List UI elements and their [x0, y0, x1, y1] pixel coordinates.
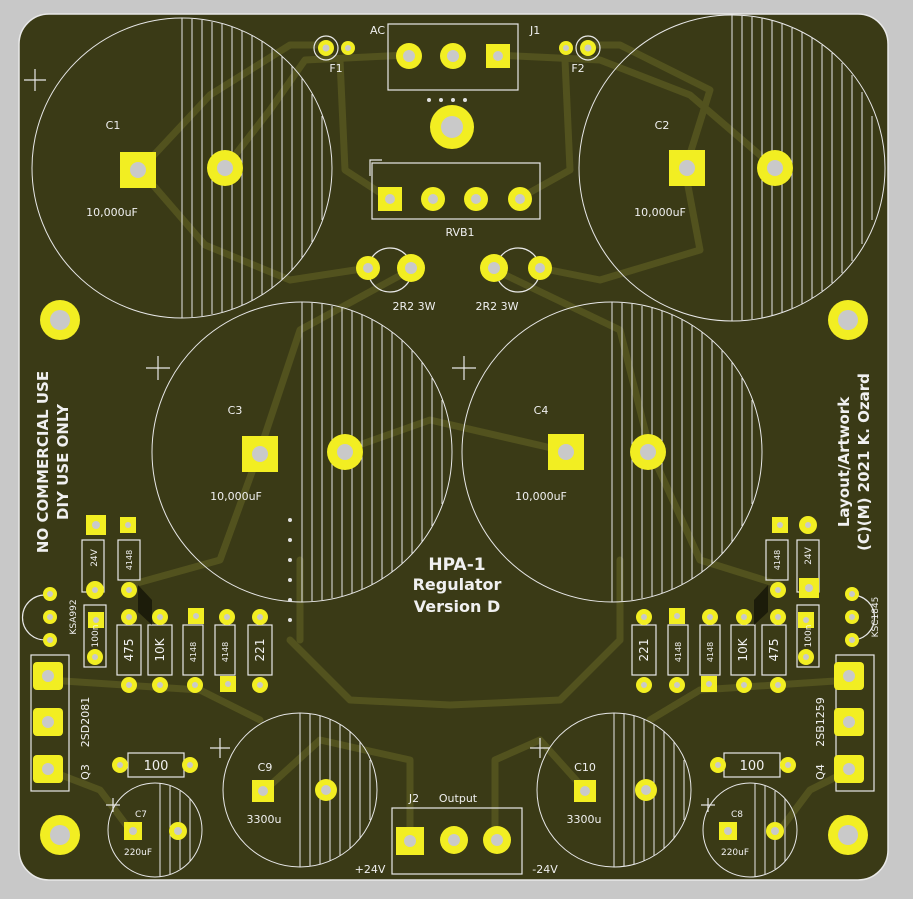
label-right-diode-a: 4148 — [706, 642, 715, 662]
label-right-diode-top: 4148 — [773, 550, 782, 570]
label-left-diode-b: 4148 — [221, 642, 230, 662]
label-output: Output — [439, 792, 478, 805]
cap-c9-outline — [222, 712, 378, 868]
pads — [33, 40, 864, 855]
board-substrate — [18, 13, 889, 881]
label-left-diode-top: 4148 — [125, 550, 134, 570]
label-c2-value: 10,000uF — [634, 206, 686, 219]
label-right-r100: 100 — [740, 759, 765, 774]
diy-only-text: DIY USE ONLY — [54, 403, 72, 520]
label-left-r221: 221 — [253, 639, 267, 662]
copper-traces — [44, 41, 854, 844]
transistor-tabs — [138, 585, 768, 625]
label-right-r10k: 10K — [736, 637, 750, 661]
label-right-cap: 100n — [804, 625, 814, 648]
label-ksa992: KSA992 — [69, 599, 79, 634]
label-right-r221: 221 — [637, 639, 651, 662]
label-left-zener: 24V — [90, 548, 100, 566]
mounting-holes — [40, 105, 868, 855]
label-right-r475: 475 — [767, 639, 781, 662]
label-q4: Q4 — [814, 764, 827, 780]
vias — [288, 98, 467, 622]
label-c8-value: 220uF — [721, 848, 749, 858]
label-plus-24v: +24V — [355, 863, 386, 876]
label-ac: AC — [370, 24, 385, 37]
label-j1: J1 — [529, 24, 540, 37]
label-q3-part: 2SD2081 — [79, 697, 92, 747]
label-right-zener: 24V — [804, 546, 814, 564]
label-c9-value: 3300u — [247, 813, 282, 826]
label-c3: C3 — [228, 404, 243, 417]
label-c7-value: 220uF — [124, 848, 152, 858]
label-c10-value: 3300u — [567, 813, 602, 826]
label-c9: C9 — [258, 761, 273, 774]
cap-c8-outline — [702, 782, 798, 878]
board-version: Version D — [414, 597, 501, 616]
label-c8: C8 — [731, 810, 743, 820]
label-left-r475: 475 — [122, 639, 136, 662]
label-left-diode-a: 4148 — [189, 642, 198, 662]
label-left-cap: 100n — [91, 625, 101, 648]
board-title: HPA-1 — [428, 555, 485, 575]
label-f2: F2 — [571, 62, 584, 75]
label-c4: C4 — [534, 404, 549, 417]
label-c7: C7 — [135, 810, 147, 820]
label-left-r10k: 10K — [153, 637, 167, 661]
label-ksc1845: KSC1845 — [871, 597, 881, 638]
label-2r2-left: 2R2 3W — [392, 300, 435, 313]
component-outlines — [21, 23, 876, 875]
label-q3: Q3 — [79, 764, 92, 780]
cap-c1-outline — [31, 17, 333, 319]
label-c1: C1 — [106, 119, 121, 132]
cap-c3-outline — [151, 301, 453, 603]
polarity-markers — [24, 69, 715, 812]
label-2r2-right: 2R2 3W — [475, 300, 518, 313]
no-commercial-text: NO COMMERCIAL USE — [34, 371, 52, 553]
copyright-text: (C)(M) 2021 K. Ozard — [855, 373, 873, 551]
label-c1-value: 10,000uF — [86, 206, 138, 219]
cap-c2-outline — [578, 14, 886, 322]
board-subtitle: Regulator — [413, 575, 502, 594]
label-q4-part: 2SB1259 — [814, 697, 827, 747]
label-left-r100: 100 — [144, 759, 169, 774]
label-c4-value: 10,000uF — [515, 490, 567, 503]
label-right-diode-b: 4148 — [674, 642, 683, 662]
label-f1: F1 — [329, 62, 342, 75]
label-minus-24v: -24V — [532, 863, 558, 876]
label-j2: J2 — [408, 792, 419, 805]
label-c10: C10 — [574, 761, 596, 774]
layout-text: Layout/Artwork — [835, 396, 853, 527]
label-c3-value: 10,000uF — [210, 490, 262, 503]
label-c2: C2 — [655, 119, 670, 132]
label-rvb1: RVB1 — [445, 226, 474, 239]
